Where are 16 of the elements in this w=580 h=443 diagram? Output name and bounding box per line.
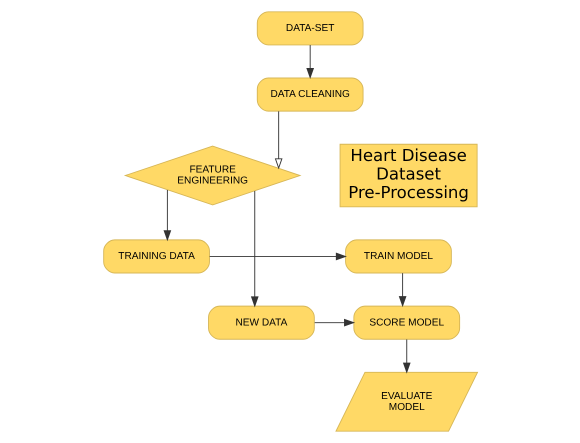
arrow (314, 318, 355, 327)
node-box: TRAINING DATA (102, 239, 210, 274)
arrow (274, 110, 282, 170)
node-diamond: FEATURE ENGINEERING (123, 146, 301, 206)
arrow (402, 339, 410, 374)
arrow (250, 190, 258, 308)
arrow (398, 272, 406, 308)
arrow (208, 252, 346, 260)
node-box: NEW DATA (208, 306, 314, 340)
node-box: DATA-SET (256, 11, 364, 46)
arrow (306, 44, 314, 80)
node-box: DATA CLEANING (256, 78, 364, 112)
node-box: TRAIN MODEL (344, 239, 452, 274)
node-box: SCORE MODEL (352, 306, 460, 340)
arrow (163, 190, 171, 242)
node-box: Heart Disease Dataset Pre-Processing (339, 144, 478, 208)
